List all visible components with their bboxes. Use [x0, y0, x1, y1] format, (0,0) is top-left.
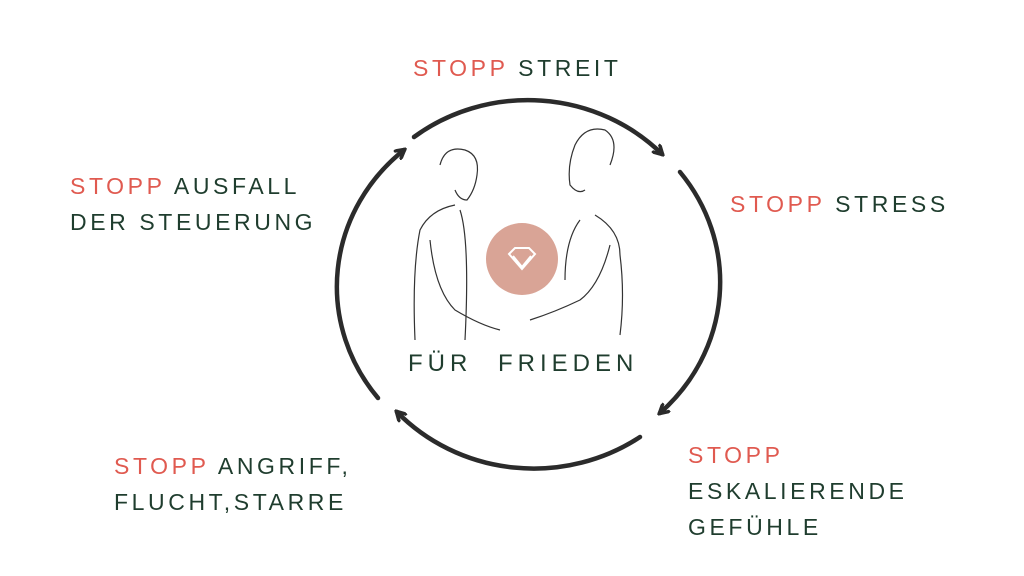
- label-stress: STOPP STRESS: [730, 186, 949, 222]
- stopp-word: STOPP: [70, 173, 166, 199]
- label-line2: FLUCHT,STARRE: [114, 489, 347, 515]
- arrow-left: [334, 150, 404, 401]
- stopp-word: STOPP: [688, 442, 784, 468]
- stopp-word: STOPP: [114, 453, 210, 479]
- arrow-right: [660, 169, 723, 413]
- diamond-logo-icon: [507, 247, 537, 271]
- label-angriff: STOPP ANGRIFF, FLUCHT,STARRE: [114, 448, 351, 520]
- label-line1: AUSFALL: [173, 173, 301, 199]
- label-streit: STOPP STREIT: [413, 50, 622, 86]
- logo-badge: [486, 223, 558, 295]
- stopp-word: STOPP: [730, 191, 826, 217]
- label-text: STRESS: [835, 191, 949, 217]
- label-gefuehle: STOPP ESKALIERENDE GEFÜHLE: [688, 437, 908, 545]
- label-line1: ANGRIFF,: [217, 453, 352, 479]
- center-title: FÜR FRIEDEN: [408, 350, 639, 377]
- stopp-word: STOPP: [413, 55, 509, 81]
- arrow-bottom: [397, 412, 643, 471]
- label-line1: ESKALIERENDE: [688, 478, 908, 504]
- label-text: STREIT: [518, 55, 622, 81]
- couple-illustration: [413, 128, 624, 341]
- label-line2: GEFÜHLE: [688, 514, 822, 540]
- label-line2: DER STEUERUNG: [70, 209, 317, 235]
- label-steuerung: STOPP AUSFALL DER STEUERUNG: [70, 168, 316, 240]
- arrow-top: [411, 97, 662, 154]
